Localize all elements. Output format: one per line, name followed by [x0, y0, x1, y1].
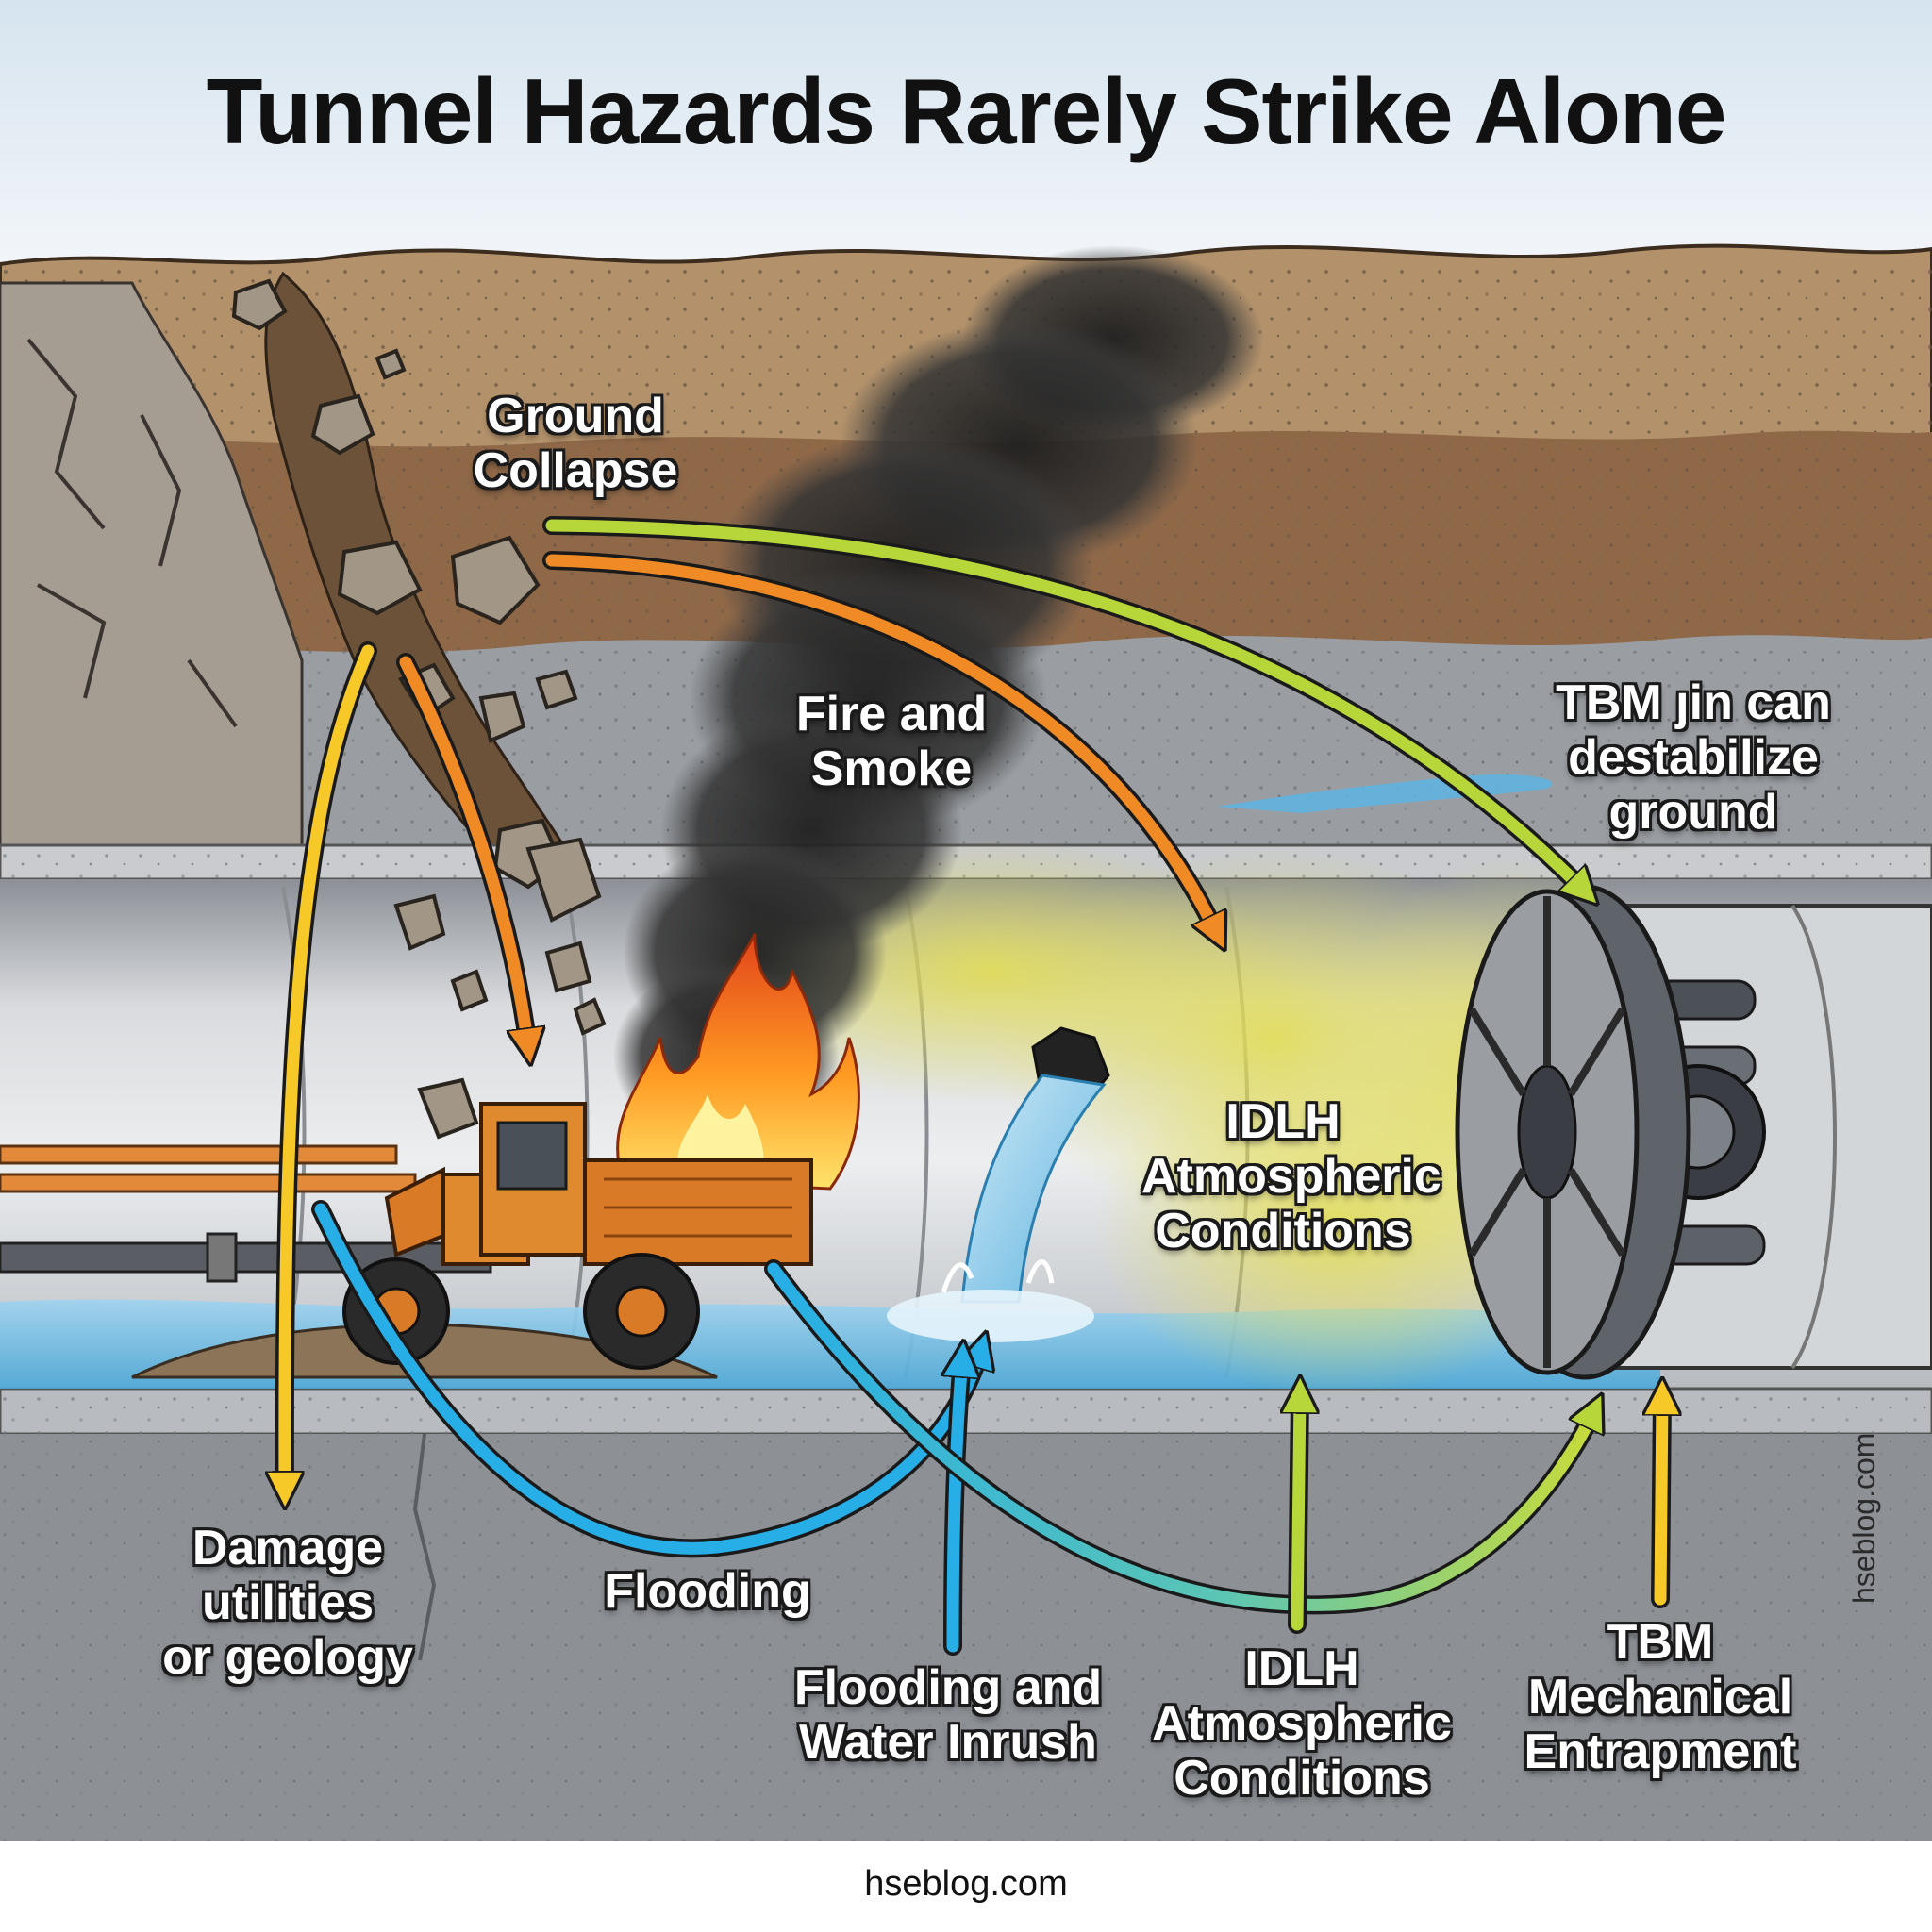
page-title: Tunnel Hazards Rarely Strike Alone — [206, 59, 1727, 163]
falling-rocks — [231, 278, 607, 1140]
water-inrush — [887, 1026, 1110, 1342]
tunnel-ring-joints — [281, 886, 1250, 1378]
label-ground-collapse: Ground Collapse — [473, 389, 678, 498]
vertical-watermark: hseblog.com — [1847, 1432, 1881, 1604]
label-fire-smoke: Fire and Smoke — [795, 687, 988, 796]
tbm-machine — [1455, 884, 1932, 1380]
label-tbm-destabilize: TBM ȷin can destabilize ground — [1556, 675, 1831, 840]
bedrock-crack — [412, 1433, 437, 1661]
label-tbm-entrapment: TBM Mechanical Entrapment — [1524, 1615, 1797, 1779]
footer-bar: hseblog.com — [0, 1841, 1932, 1932]
label-damage-utilities: Damage utilities or geology — [162, 1521, 413, 1685]
label-flooding-inrush: Flooding and Water Inrush — [793, 1660, 1103, 1770]
label-idlh-upper: IDLH Atmospheric Conditions — [1141, 1094, 1441, 1258]
sky-band — [0, 0, 1932, 283]
bedrock-speckle — [0, 1434, 1932, 1841]
cliff-cracks — [26, 338, 238, 728]
label-flooding: Flooding — [604, 1564, 811, 1619]
footer-site-link[interactable]: hseblog.com — [864, 1864, 1068, 1904]
label-idlh-lower: IDLH Atmospheric Conditions — [1152, 1641, 1452, 1806]
hazard-arrows — [285, 516, 1662, 1656]
rock-cliff-left — [0, 281, 304, 851]
